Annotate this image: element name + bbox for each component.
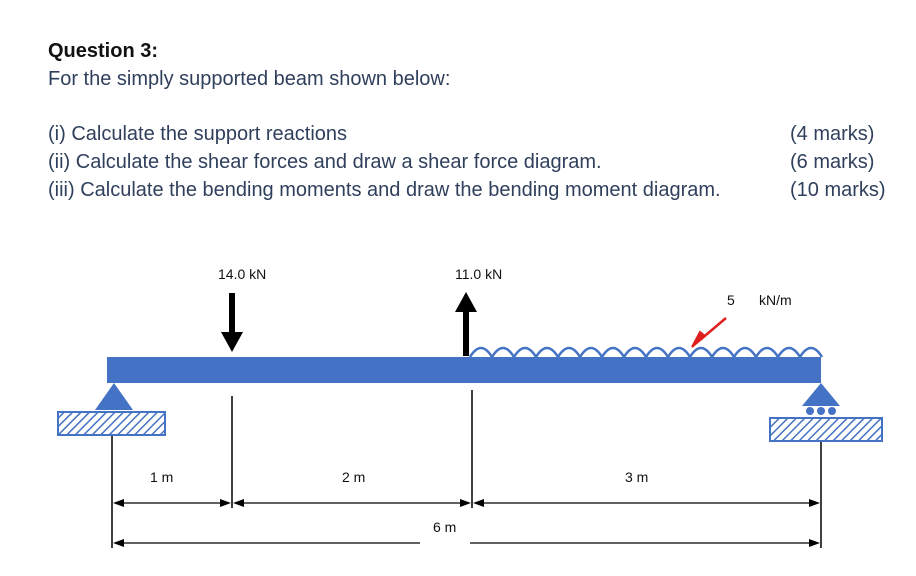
down-arrow-icon <box>221 293 243 352</box>
dim-label-3m: 3 m <box>625 469 648 485</box>
udl-unit-label: kN/m <box>759 292 792 308</box>
point-load-down-label: 14.0 kN <box>218 266 266 282</box>
question-title: Question 3: <box>48 40 159 62</box>
beam <box>107 357 821 383</box>
dim-label-6m: 6 m <box>433 519 456 535</box>
distributed-load-icon <box>468 346 824 360</box>
dim-label-1m: 1 m <box>150 469 173 485</box>
dim-label-2m: 2 m <box>342 469 365 485</box>
task-item-1: (i) Calculate the support reactions <box>48 123 348 145</box>
point-load-up-label: 11.0 kN <box>455 266 502 282</box>
up-arrow-icon <box>455 292 477 356</box>
question-intro: For the simply supported beam shown belo… <box>48 68 451 90</box>
marks-item-3: (10 marks) <box>790 179 886 201</box>
task-item-3: (iii) Calculate the bending moments and … <box>48 179 721 201</box>
roller-support-right-icon <box>769 383 883 442</box>
marks-item-2: (6 marks) <box>790 151 875 173</box>
pin-support-left-icon <box>57 383 166 436</box>
marks-item-1: (4 marks) <box>790 123 875 145</box>
task-item-2: (ii) Calculate the shear forces and draw… <box>48 151 602 173</box>
dimension-arrowheads <box>113 499 820 547</box>
extension-lines <box>111 390 822 548</box>
pointer-arrow-icon <box>691 317 727 348</box>
udl-value-label: 5 <box>727 292 735 308</box>
